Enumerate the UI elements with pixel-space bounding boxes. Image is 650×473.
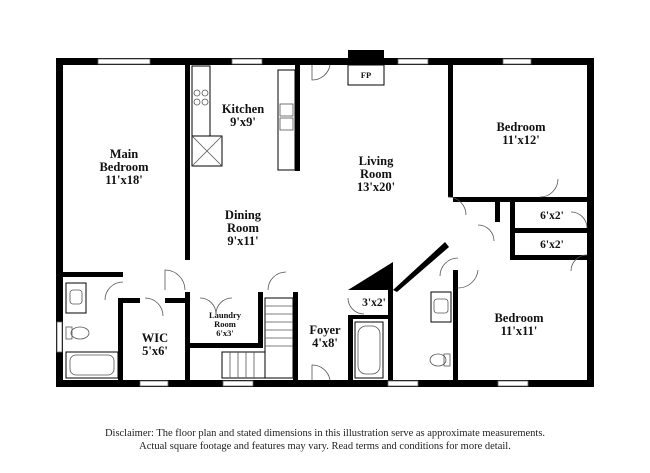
- room-wic: WIC 5'x6': [142, 331, 168, 358]
- room-laundry: Laundry Room 6'x3': [209, 310, 242, 338]
- room-bedroom-1: Bedroom 11'x12': [496, 120, 546, 147]
- room-foyer: Foyer 4'x8': [309, 323, 341, 350]
- bedroom-2-size: 11'x11': [501, 324, 538, 338]
- laundry-name-line2: Room: [214, 319, 236, 329]
- living-room-size: 13'x20': [357, 180, 395, 194]
- bedroom-1-name: Bedroom: [496, 120, 546, 134]
- room-bedroom-2: Bedroom 11'x11': [494, 311, 544, 338]
- bath-fixtures: [65, 282, 452, 379]
- stairs: [221, 297, 294, 379]
- laundry-name-line1: Laundry: [209, 310, 242, 320]
- disclaimer: Disclaimer: The floor plan and stated di…: [0, 427, 650, 453]
- disclaimer-line-1: Disclaimer: The floor plan and stated di…: [104, 428, 546, 439]
- kitchen-name: Kitchen: [222, 102, 264, 116]
- room-main-bedroom: Main Bedroom 11'x18': [99, 147, 149, 187]
- main-bedroom-name-line1: Main: [110, 147, 139, 161]
- fireplace-label: FP: [361, 70, 371, 80]
- dining-room-name-line2: Room: [227, 221, 260, 235]
- closet-2-size: 6'x2': [540, 239, 564, 251]
- wic-size: 5'x6': [142, 344, 168, 358]
- main-bedroom-size: 11'x18': [105, 173, 143, 187]
- kitchen-size: 9'x9': [230, 115, 256, 129]
- closet-1-size: 6'x2': [540, 210, 564, 222]
- closet-3-size: 3'x2': [362, 297, 386, 309]
- interior-walls: [63, 65, 587, 380]
- kitchen-fixtures: [191, 65, 296, 171]
- doors: [104, 64, 588, 381]
- room-kitchen: Kitchen 9'x9': [222, 102, 264, 129]
- living-room-name-line2: Room: [360, 167, 393, 181]
- fireplace: [347, 64, 385, 86]
- exterior-walls: [56, 50, 594, 387]
- bedroom-1-size: 11'x12': [502, 133, 540, 147]
- room-dining-room: Dining Room 9'x11': [225, 208, 262, 248]
- bedroom-2-name: Bedroom: [494, 311, 544, 325]
- dining-room-name-line1: Dining: [225, 208, 262, 222]
- dining-room-size: 9'x11': [227, 234, 258, 248]
- foyer-name: Foyer: [309, 323, 341, 337]
- laundry-size: 6'x3': [216, 328, 233, 338]
- room-living-room: Living Room 13'x20': [357, 154, 395, 194]
- wic-name: WIC: [142, 331, 168, 345]
- living-room-name-line1: Living: [359, 154, 394, 168]
- disclaimer-line-2: Actual square footage and features may v…: [139, 441, 511, 452]
- foyer-size: 4'x8': [312, 336, 338, 350]
- windows: [56, 58, 532, 387]
- main-bedroom-name-line2: Bedroom: [99, 160, 149, 174]
